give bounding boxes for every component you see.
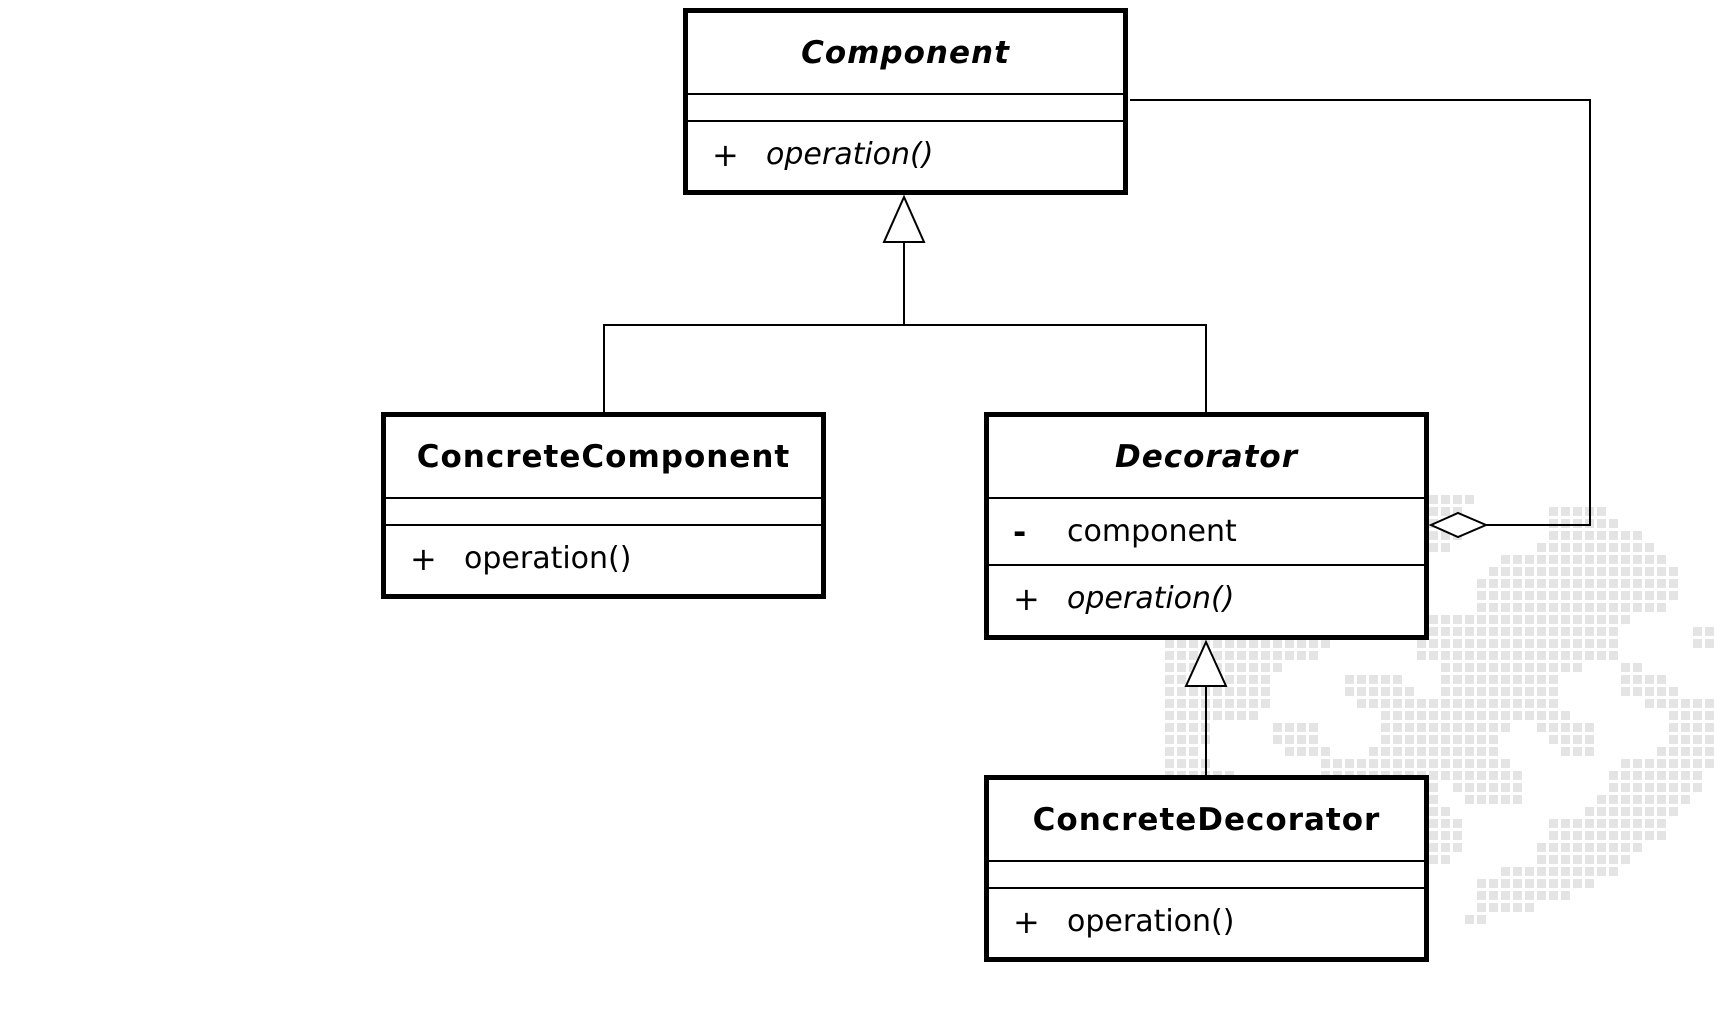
class-concrete-component: ConcreteComponent + operation() (381, 412, 826, 599)
aggregation-line (1130, 99, 1591, 526)
attributes-compartment-concrete-component (386, 499, 821, 526)
class-name-concrete-decorator: ConcreteDecorator (989, 780, 1424, 862)
visibility-public: + (712, 135, 739, 174)
inheritance-arrowhead-component (882, 194, 926, 243)
generalization-to-component (603, 194, 1207, 412)
class-name-concrete-component: ConcreteComponent (386, 417, 821, 499)
inheritance-line-concrete-component (603, 324, 904, 412)
inheritance-arrowhead-decorator (1184, 639, 1228, 687)
operation-name: operation() (1067, 581, 1235, 616)
visibility-private: - (1013, 512, 1027, 551)
visibility-public: + (410, 539, 437, 578)
class-decorator: Decorator - component + operation() (984, 412, 1429, 640)
attribute-name: component (1067, 514, 1237, 549)
class-name-decorator: Decorator (989, 417, 1424, 499)
generalization-to-decorator (1184, 639, 1228, 775)
attributes-compartment-decorator: - component (989, 499, 1424, 566)
class-component: Component + operation() (683, 8, 1128, 195)
class-name-component: Component (688, 13, 1123, 95)
operation-name: operation() (464, 541, 632, 576)
attributes-compartment-component (688, 95, 1123, 122)
visibility-public: + (1013, 579, 1040, 618)
aggregation-diamond (1428, 511, 1489, 539)
class-concrete-decorator: ConcreteDecorator + operation() (984, 775, 1429, 962)
operation-concrete-decorator: + operation() (989, 889, 1424, 954)
operation-component: + operation() (688, 122, 1123, 187)
attributes-compartment-concrete-decorator (989, 862, 1424, 889)
operation-decorator: + operation() (989, 566, 1424, 631)
operation-name: operation() (1067, 904, 1235, 939)
operation-name: operation() (766, 137, 934, 172)
aggregation-decorator-component (1130, 99, 1591, 539)
visibility-public: + (1013, 902, 1040, 941)
attribute-decorator-component: - component (989, 499, 1424, 564)
inheritance-line-decorator (904, 324, 1207, 412)
operation-concrete-component: + operation() (386, 526, 821, 591)
